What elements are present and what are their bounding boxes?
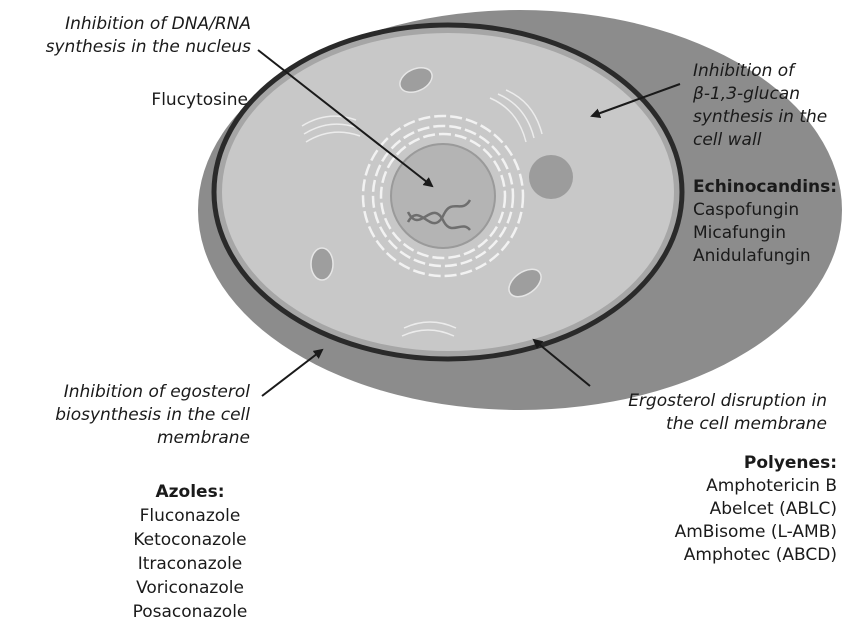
drug-name: Abelcet (ABLC)	[675, 498, 837, 521]
cell-wall-mechanism-line: synthesis in the	[693, 106, 827, 129]
drug-class-label: Azoles:	[105, 480, 275, 504]
cell-wall-drug-list: Echinocandins: Caspofungin Micafungin An…	[693, 176, 837, 268]
drug-name: Fluconazole	[105, 504, 275, 528]
cell-wall-mechanism-line: β-1,3-glucan	[693, 83, 827, 106]
drug-name: Itraconazole	[105, 552, 275, 576]
membrane-disruption-mechanism-label: Ergosterol disruption in the cell membra…	[628, 390, 827, 436]
membrane-disruption-mechanism-line: Ergosterol disruption in	[628, 390, 827, 413]
cell-wall-mechanism-label: Inhibition of β-1,3-glucan synthesis in …	[693, 60, 827, 152]
nucleus-mechanism-line: Inhibition of DNA/RNA	[46, 13, 251, 36]
membrane-disruption-drug-list: Polyenes: Amphotericin B Abelcet (ABLC) …	[675, 452, 837, 567]
membrane-synthesis-mechanism-label: Inhibition of egosterol biosynthesis in …	[55, 381, 250, 450]
drug-class-label: Echinocandins:	[693, 176, 837, 199]
nucleus-drug-list: Flucytosine	[151, 89, 248, 112]
drug-name: AmBisome (L-AMB)	[675, 521, 837, 544]
drug-name: Micafungin	[693, 222, 837, 245]
vacuole	[529, 155, 573, 199]
drug-name: Voriconazole	[105, 576, 275, 600]
nucleus	[391, 144, 495, 248]
drug-name: Caspofungin	[693, 199, 837, 222]
drug-class-label: Polyenes:	[675, 452, 837, 475]
cell-wall-mechanism-line: Inhibition of	[693, 60, 827, 83]
azole-arrow	[262, 350, 322, 396]
membrane-synthesis-mechanism-line: biosynthesis in the cell	[55, 404, 250, 427]
drug-name: Amphotec (ABCD)	[675, 544, 837, 567]
drug-name: Anidulafungin	[693, 245, 837, 268]
membrane-synthesis-drug-list: Azoles: Fluconazole Ketoconazole Itracon…	[105, 480, 275, 624]
drug-name: Ketoconazole	[105, 528, 275, 552]
drug-name: Amphotericin B	[675, 475, 837, 498]
nucleus-mechanism-line: synthesis in the nucleus	[46, 36, 251, 59]
drug-name: Posaconazole	[105, 600, 275, 624]
drug-name: Flucytosine	[151, 89, 248, 112]
cell-wall-mechanism-line: cell wall	[693, 129, 827, 152]
membrane-disruption-mechanism-line: the cell membrane	[628, 413, 827, 436]
nucleus-mechanism-label: Inhibition of DNA/RNA synthesis in the n…	[46, 13, 251, 59]
membrane-synthesis-mechanism-line: Inhibition of egosterol	[55, 381, 250, 404]
membrane-synthesis-mechanism-line: membrane	[55, 427, 250, 450]
